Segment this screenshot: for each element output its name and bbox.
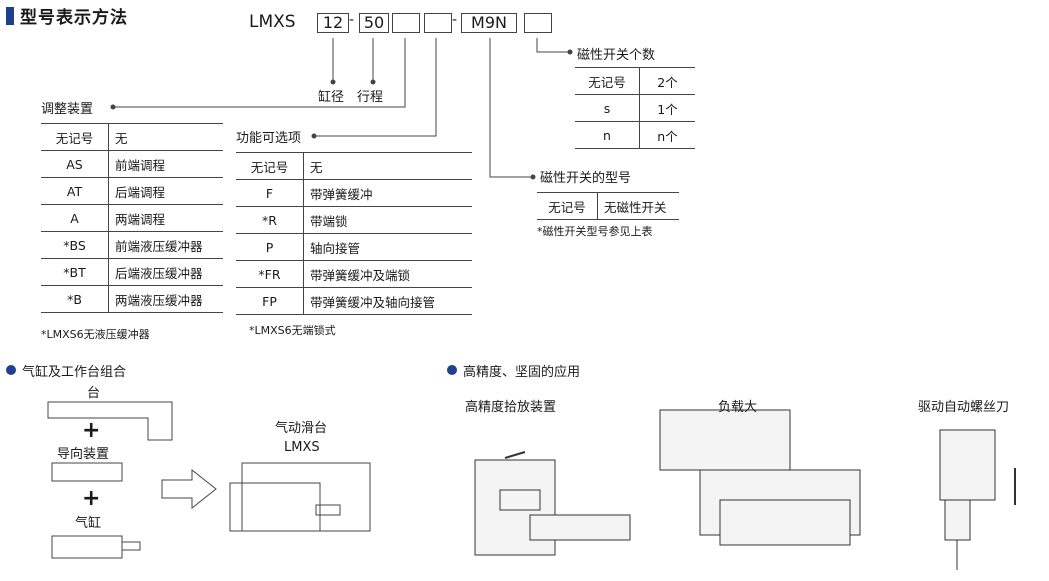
label-bore: 缸径 (318, 90, 345, 105)
model-box-adjust (392, 13, 420, 33)
switch-type-note: *磁性开关型号参见上表 (537, 225, 653, 238)
label-stroke: 行程 (357, 90, 384, 105)
function-heading: 功能可选项 (236, 131, 302, 146)
adjust-note: *LMXS6无液压缓冲器 (41, 328, 150, 341)
model-separator-1: - (349, 12, 355, 28)
table-row: 无记号无磁性开关 (537, 192, 679, 220)
model-prefix: LMXS (249, 12, 296, 32)
model-box-bore: 12 (317, 13, 349, 33)
function-note: *LMXS6无端锁式 (249, 324, 336, 337)
model-box-switch: M9N (461, 13, 517, 33)
combo-cylinder-label: 气缸 (75, 516, 102, 531)
table-row: 无记号无 (236, 152, 472, 180)
title-accent-bar (6, 7, 14, 25)
model-box-function (424, 13, 452, 33)
model-box-count (524, 13, 552, 33)
model-box-stroke: 50 (359, 13, 389, 33)
app-item-label: 负载大 (718, 400, 758, 415)
combo-result-model: LMXS (284, 440, 320, 455)
combo-result-label: 气动滑台 (275, 421, 328, 436)
apps-heading: 高精度、坚固的应用 (463, 365, 581, 380)
app-item-label: 高精度拾放装置 (465, 400, 557, 415)
app-item-label: 驱动自动螺丝刀 (918, 400, 1010, 415)
table-row: 无记号无 (41, 123, 223, 151)
combo-heading: 气缸及工作台组合 (22, 365, 127, 380)
plus-icon: + (82, 486, 101, 511)
switch-type-heading: 磁性开关的型号 (540, 171, 632, 186)
combo-guide-label: 导向装置 (57, 447, 110, 462)
adjust-heading: 调整装置 (41, 102, 94, 117)
switch-type-table: 无记号无磁性开关 (537, 192, 679, 220)
combo-table-label: 台 (87, 386, 101, 401)
plus-icon: + (82, 418, 101, 443)
page-title: 型号表示方法 (20, 8, 128, 28)
switch-count-heading: 磁性开关个数 (577, 48, 656, 63)
model-separator-2: - (452, 12, 458, 28)
